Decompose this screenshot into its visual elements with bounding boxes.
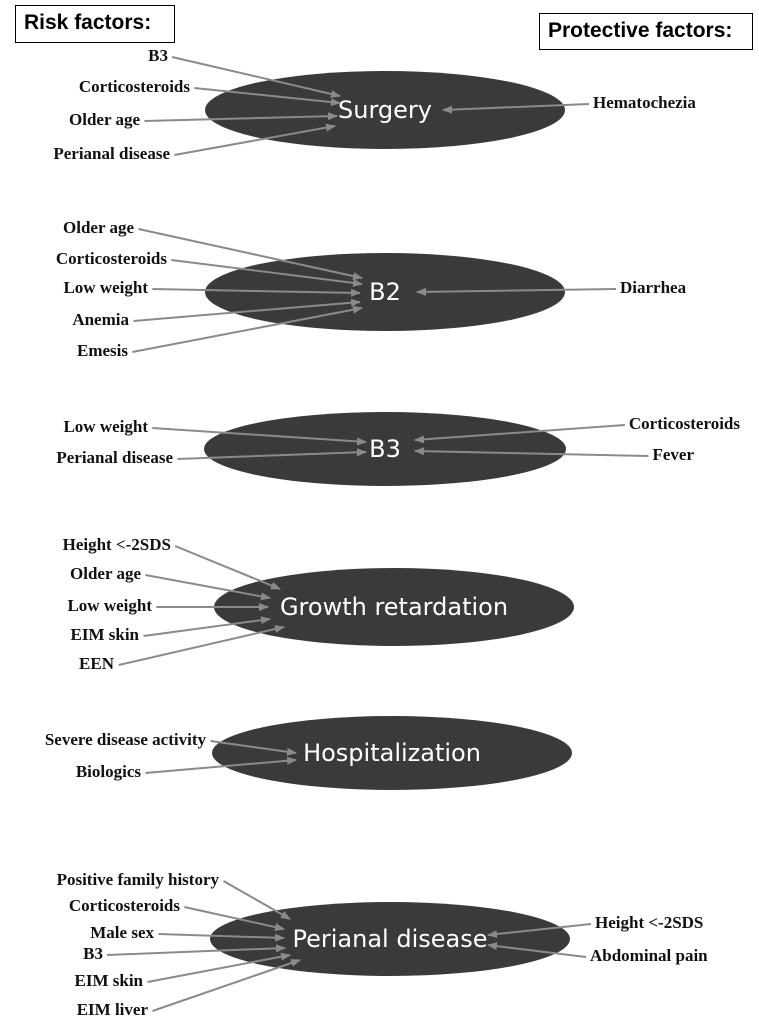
hospitalization-ellipse — [212, 716, 572, 790]
growth-retardation-risk-0-label: Height <-2SDS — [63, 535, 171, 554]
surgery-risk-2-arrow — [144, 112, 338, 122]
b3-risk-0-arrow — [152, 427, 367, 446]
perianal-disease-risk-2-arrow — [158, 933, 285, 942]
b2-risk-4-label: Emesis — [77, 341, 128, 360]
b3-risk-0-label: Low weight — [63, 417, 148, 436]
perianal-disease-protective-1-arrow — [487, 942, 587, 958]
surgery-protective-0-arrow — [442, 103, 590, 114]
b2-risk-1-label: Corticosteroids — [56, 249, 167, 268]
growth-retardation-risk-2-label: Low weight — [67, 596, 152, 615]
b2-risk-3-label: Anemia — [72, 310, 129, 329]
growth-retardation-outcome-label: Growth retardation — [280, 593, 508, 621]
perianal-disease-risk-4-arrow — [147, 952, 291, 983]
perianal-disease-risk-0-arrow — [223, 880, 291, 920]
b2-ellipse — [205, 253, 565, 331]
perianal-disease-outcome-label: Perianal disease — [293, 925, 488, 953]
b3-risk-1-arrow — [177, 448, 367, 460]
perianal-disease-risk-1-label: Corticosteroids — [69, 896, 180, 915]
b2-protective-0-arrow — [416, 287, 617, 296]
hospitalization-outcome-label: Hospitalization — [303, 739, 481, 767]
b2-risk-0-arrow — [138, 228, 363, 280]
hospitalization-risk-0-arrow — [210, 740, 297, 756]
perianal-disease-risk-0-label: Positive family history — [57, 870, 220, 889]
surgery-ellipse — [205, 71, 565, 149]
growth-retardation-risk-4-label: EEN — [79, 654, 115, 673]
surgery-risk-2-label: Older age — [69, 110, 140, 129]
perianal-disease-risk-2-label: Male sex — [90, 923, 154, 942]
risk-factors-header: Risk factors: — [15, 5, 175, 43]
perianal-disease-risk-3-label: B3 — [83, 944, 103, 963]
b3-risk-1-label: Perianal disease — [56, 448, 173, 467]
perianal-disease-risk-5-label: EIM liver — [77, 1000, 149, 1019]
b2-risk-3-arrow — [133, 298, 361, 322]
b2-risk-2-label: Low weight — [63, 278, 148, 297]
hospitalization-risk-0-label: Severe disease activity — [45, 730, 207, 749]
b2-risk-4-arrow — [132, 305, 363, 353]
growth-retardation-risk-1-arrow — [145, 574, 271, 601]
b3-protective-0-arrow — [414, 424, 625, 444]
growth-retardation-risk-0-arrow — [174, 545, 281, 590]
surgery-risk-1-label: Corticosteroids — [79, 77, 190, 96]
surgery-risk-3-arrow — [174, 123, 336, 156]
perianal-disease-risk-3-arrow — [106, 944, 286, 956]
surgery-risk-0-arrow — [171, 56, 341, 98]
b2-outcome-label: B2 — [369, 278, 401, 306]
growth-retardation-ellipse — [214, 568, 574, 646]
hospitalization-risk-1-label: Biologics — [76, 762, 142, 781]
b2-risk-1-arrow — [171, 259, 363, 287]
perianal-disease-risk-5-arrow — [152, 959, 301, 1012]
growth-retardation-risk-4-arrow — [118, 625, 285, 666]
growth-retardation-risk-3-arrow — [143, 616, 271, 637]
protective-factors-header: Protective factors: — [539, 13, 753, 50]
b3-protective-1-label: Fever — [652, 445, 694, 464]
hospitalization-risk-1-arrow — [145, 756, 297, 774]
perianal-disease-protective-0-arrow — [487, 923, 592, 939]
surgery-risk-3-label: Perianal disease — [53, 144, 170, 163]
b3-protective-1-arrow — [414, 447, 649, 457]
b2-protective-0-label: Diarrhea — [620, 278, 687, 297]
growth-retardation-risk-3-label: EIM skin — [71, 625, 140, 644]
perianal-disease-ellipse — [210, 902, 570, 976]
perianal-disease-protective-0-label: Height <-2SDS — [595, 913, 703, 932]
surgery-protective-0-label: Hematochezia — [593, 93, 696, 112]
b3-protective-0-label: Corticosteroids — [629, 414, 740, 433]
surgery-risk-1-arrow — [194, 87, 341, 107]
perianal-disease-risk-1-arrow — [184, 906, 285, 931]
b2-risk-2-arrow — [152, 288, 361, 297]
b2-risk-0-label: Older age — [63, 218, 134, 237]
surgery-risk-0-label: B3 — [148, 46, 168, 65]
surgery-outcome-label: Surgery — [338, 96, 432, 124]
perianal-disease-risk-4-label: EIM skin — [75, 971, 144, 990]
b3-ellipse — [204, 412, 566, 486]
perianal-disease-protective-1-label: Abdominal pain — [590, 946, 708, 965]
b3-outcome-label: B3 — [369, 435, 401, 463]
growth-retardation-risk-1-label: Older age — [70, 564, 141, 583]
